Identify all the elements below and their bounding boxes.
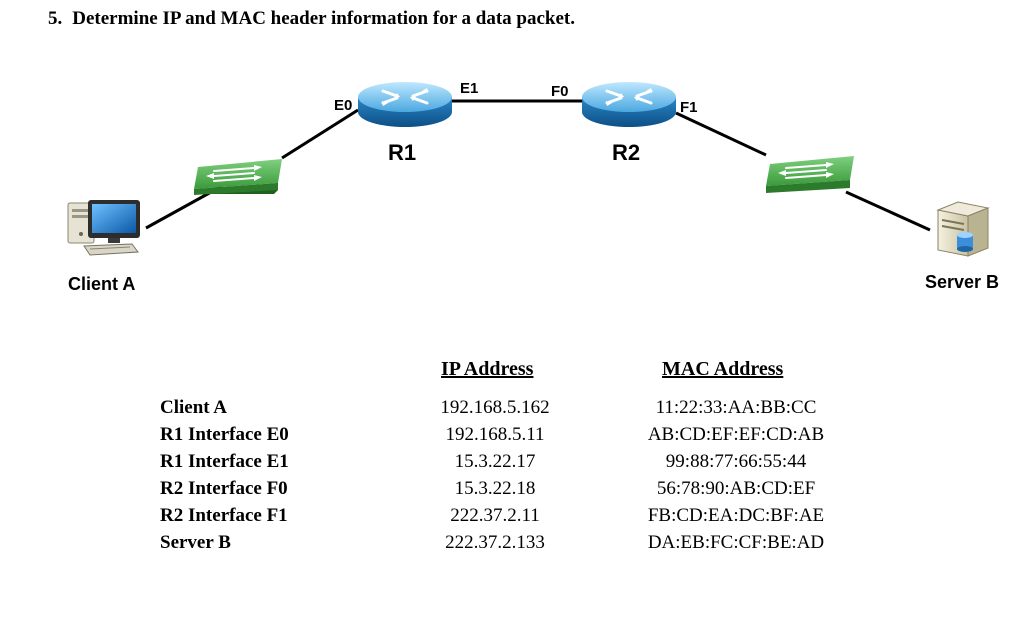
mac-value: 99:88:77:66:55:44 <box>665 451 807 472</box>
device-name: R2 Interface F0 <box>160 478 288 499</box>
address-table: Client A 192.168.5.162 11:22:33:AA:BB:CC… <box>160 397 880 559</box>
client-label: Client A <box>68 274 135 294</box>
device-name: Server B <box>160 532 231 553</box>
router-r1-icon <box>358 82 452 127</box>
question-number: 5. <box>48 8 63 29</box>
mac-value: FB:CD:EA:DC:BF:AE <box>647 505 825 526</box>
link-switch2-server <box>845 190 931 232</box>
server-icon <box>936 201 990 257</box>
mac-address-header: MAC Address <box>662 358 784 380</box>
table-row: R2 Interface F0 15.3.22.18 56:78:90:AB:C… <box>160 478 880 505</box>
r1-label: R1 <box>388 140 416 165</box>
r2-label: R2 <box>612 140 640 165</box>
device-name: R1 Interface E1 <box>160 451 289 472</box>
table-row: Client A 192.168.5.162 11:22:33:AA:BB:CC <box>160 397 880 424</box>
mac-value: 11:22:33:AA:BB:CC <box>655 397 817 418</box>
table-row: R2 Interface F1 222.37.2.11 FB:CD:EA:DC:… <box>160 505 880 532</box>
device-name: R1 Interface E0 <box>160 424 289 445</box>
switch-left-icon <box>194 159 282 195</box>
router-r2-icon <box>582 82 676 127</box>
interface-f1-label: F1 <box>680 99 698 116</box>
client-computer-icon <box>67 200 140 256</box>
ip-value: 192.168.5.11 <box>445 424 545 445</box>
table-row: R1 Interface E0 192.168.5.11 AB:CD:EF:EF… <box>160 424 880 451</box>
link-switch1-r1 <box>281 108 359 160</box>
device-name: R2 Interface F1 <box>160 505 288 526</box>
table-row: R1 Interface E1 15.3.22.17 99:88:77:66:5… <box>160 451 880 478</box>
mac-value: 56:78:90:AB:CD:EF <box>656 478 816 499</box>
server-label: Server B <box>925 272 999 292</box>
network-diagram: Client A R1 R2 Server B E0 E1 F0 F1 <box>67 80 999 294</box>
link-r2-switch2 <box>675 111 767 157</box>
ip-value: 222.37.2.11 <box>450 505 540 526</box>
ip-value: 222.37.2.133 <box>445 532 545 553</box>
question-title: 5. Determine IP and MAC header informatio… <box>48 8 575 30</box>
switch-right-icon <box>766 156 854 193</box>
question-text: Determine IP and MAC header information … <box>72 8 575 29</box>
ip-value: 15.3.22.18 <box>454 478 536 499</box>
interface-e1-label: E1 <box>460 80 478 97</box>
device-name: Client A <box>160 397 228 418</box>
mac-value: AB:CD:EF:EF:CD:AB <box>647 424 825 445</box>
ip-value: 15.3.22.17 <box>454 451 536 472</box>
table-row: Server B 222.37.2.133 DA:EB:FC:CF:BE:AD <box>160 532 880 559</box>
mac-value: DA:EB:FC:CF:BE:AD <box>647 532 825 553</box>
ip-value: 192.168.5.162 <box>440 397 550 418</box>
interface-e0-label: E0 <box>334 97 352 114</box>
ip-address-header: IP Address <box>441 358 534 380</box>
interface-f0-label: F0 <box>551 83 569 100</box>
